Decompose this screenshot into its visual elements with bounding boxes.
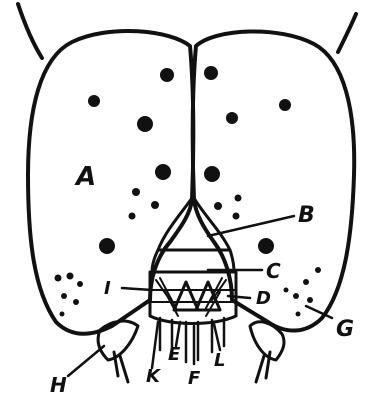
label-K: K [146,366,162,387]
leader-B [208,216,294,236]
label-I: I [104,278,111,299]
mandible-left [174,282,198,310]
label-H: H [50,373,67,397]
label-D: D [256,288,271,309]
label-C: C [266,259,281,283]
left-palp-tail [114,352,128,382]
label-F: F [188,368,201,389]
label-B: B [298,203,315,228]
label-A: A [74,162,96,192]
label-E: E [168,344,181,365]
right-antenna [338,14,356,52]
leader-E [176,322,180,346]
right-palp-tail [256,352,270,382]
leader-H [68,346,104,376]
leader-I [122,288,152,290]
left-antenna [18,4,42,58]
left-palp [98,321,138,360]
label-G: G [336,317,354,342]
leader-L [214,324,220,350]
leader-K [152,322,158,368]
label-L: L [214,350,225,371]
